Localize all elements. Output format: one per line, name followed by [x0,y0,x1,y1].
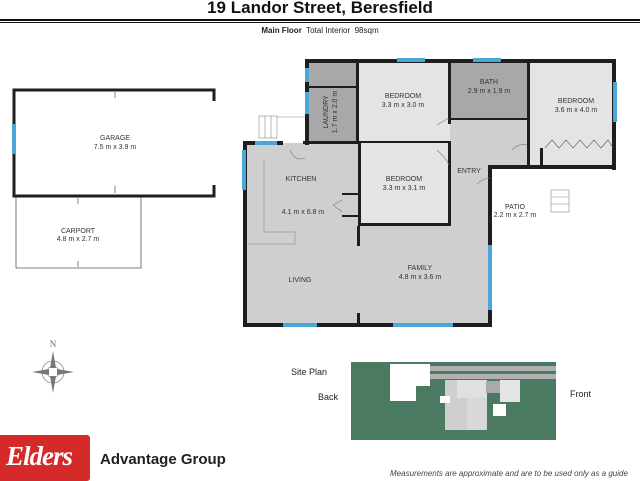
elders-logo-text: Elders [6,441,73,471]
patio-size: 2.2 m x 2.7 m [494,212,537,219]
laundry-name: LAUNDRY [323,95,330,129]
site-plan-back-label: Back [318,392,339,402]
bedroom3-size: 3.3 m x 3.1 m [383,185,426,192]
bedroom2-size: 3.6 m x 4.0 m [555,107,598,114]
windows [242,58,617,327]
brand-name: Advantage Group [100,451,226,468]
property-address-title: 19 Landor Street, Beresfield [207,0,433,17]
kitchen-size: 4.1 m x 6.8 m [282,209,325,216]
bedroom1-name: BEDROOM [385,93,421,100]
floor-subtitle: Main Floor Total Interior 98sqm [0,26,640,35]
carport-name: CARPORT [61,228,96,235]
carport: CARPORT 4.8 m x 2.7 m [15,197,142,269]
total-value: 98sqm [354,26,379,35]
door-swings [289,117,528,213]
entry-name: ENTRY [457,168,481,175]
garage: GARAGE 7.5 m x 3.9 m [12,88,217,198]
bath-name: BATH [480,79,498,86]
patio-name: PATIO [505,204,526,211]
garage-name: GARAGE [100,135,130,142]
bedroom1-size: 3.3 m x 3.0 m [382,102,425,109]
bedroom2-name: BEDROOM [558,98,594,105]
family-name: FAMILY [408,265,433,272]
floor-label: Main Floor [261,26,302,35]
total-label: Total Interior [306,26,351,35]
elders-logo: Elders [0,435,90,481]
garage-size: 7.5 m x 3.9 m [94,144,137,151]
header-rule-thick [0,19,640,21]
compass-rose-icon: N [32,339,74,393]
family-size: 4.8 m x 3.6 m [399,274,442,281]
laundry-size: 1.7 m x 2.0 m [332,91,339,134]
bath-size: 2.9 m x 1.9 m [468,88,511,95]
kitchen-name: KITCHEN [286,176,317,183]
bedroom3-name: BEDROOM [386,176,422,183]
measurement-disclaimer: Measurements are approximate and are to … [390,469,628,478]
living-name: LIVING [289,277,312,284]
carport-size: 4.8 m x 2.7 m [57,236,100,243]
wardrobe-doors [544,139,614,149]
site-plan-front-label: Front [570,389,592,399]
steps [258,115,570,213]
header-rule-thin [0,22,640,23]
site-plan-thumbnail [351,362,556,440]
compass-north-label: N [50,339,57,349]
house-fills [245,62,614,325]
site-plan-title: Site Plan [291,367,328,377]
